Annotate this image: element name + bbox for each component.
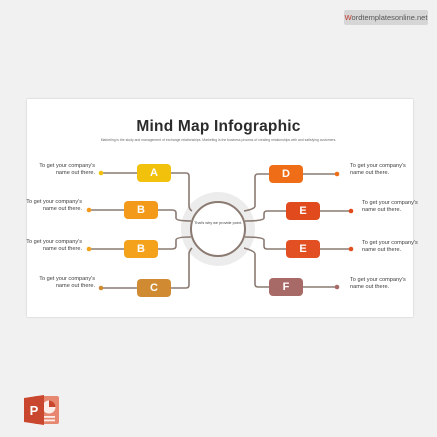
- dot-a: [98, 170, 104, 176]
- center-circle: [190, 201, 246, 257]
- dot-e1: [348, 208, 354, 214]
- node-badge-e2[interactable]: E: [286, 240, 320, 258]
- node-badge-c[interactable]: C: [137, 279, 171, 297]
- connector-c: [101, 247, 193, 289]
- node-caption-d: To get your company's name out there.: [350, 163, 406, 177]
- watermark-prefix: W: [344, 13, 352, 22]
- node-badge-a[interactable]: A: [137, 164, 171, 182]
- page-subtitle: Marketing is the study and management of…: [100, 138, 337, 142]
- node-caption-b2: To get your company's name out there.: [26, 239, 82, 253]
- connector-b2: [89, 236, 192, 250]
- connector-b1: [89, 209, 192, 222]
- node-caption-e1: To get your company's name out there.: [362, 200, 418, 214]
- dot-b2: [86, 246, 92, 252]
- node-badge-b2[interactable]: B: [124, 240, 158, 258]
- center-text: That's why we provide point.: [194, 221, 242, 225]
- powerpoint-icon: P: [24, 395, 59, 425]
- page-title: Mind Map Infographic: [136, 118, 301, 135]
- connector-e2: [244, 236, 351, 250]
- dot-f: [334, 284, 340, 290]
- dot-b1: [86, 207, 92, 213]
- node-badge-e1[interactable]: E: [286, 202, 320, 220]
- dot-d: [334, 171, 340, 177]
- connector-d: [243, 173, 337, 212]
- connector-e1: [244, 210, 351, 222]
- site-watermark: Wordtemplatesonline.net: [344, 10, 428, 25]
- dot-e2: [348, 246, 354, 252]
- node-badge-f[interactable]: F: [269, 278, 303, 296]
- node-caption-c: To get your company's name out there.: [39, 276, 95, 290]
- node-caption-b1: To get your company's name out there.: [26, 199, 82, 213]
- node-badge-d[interactable]: D: [269, 165, 303, 183]
- watermark-text: ordtemplatesonline.net: [351, 13, 428, 22]
- powerpoint-icon-letter: P: [30, 403, 39, 418]
- connector-f: [243, 247, 337, 288]
- node-caption-f: To get your company's name out there.: [350, 277, 406, 291]
- node-caption-a: To get your company's name out there.: [39, 163, 95, 177]
- connector-a: [101, 172, 193, 212]
- node-caption-e2: To get your company's name out there.: [362, 240, 418, 254]
- node-badge-b1[interactable]: B: [124, 201, 158, 219]
- dot-c: [98, 285, 104, 291]
